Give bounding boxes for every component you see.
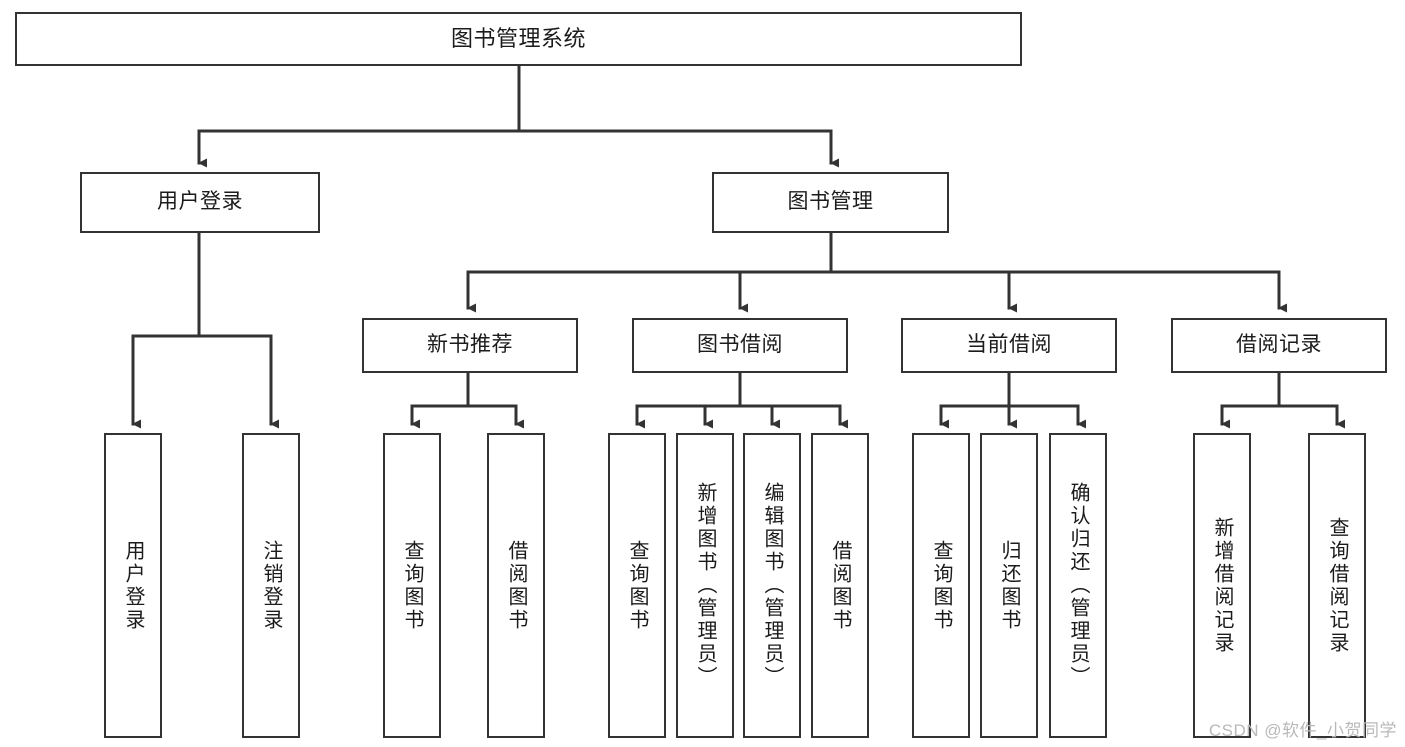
- node-label: 查询图书: [401, 539, 423, 632]
- node-label: 图书管理系统: [450, 26, 586, 52]
- csdn-watermark: CSDN @软件_小贺同学: [1208, 721, 1397, 740]
- leaf-borrow-add-book-admin[interactable]: 新增图书（管理员）: [676, 433, 734, 738]
- node-root-system[interactable]: 图书管理系统: [15, 12, 1022, 66]
- node-label: 查询借阅记录: [1326, 516, 1348, 655]
- node-label: 借阅图书: [505, 539, 527, 632]
- node-label: 新书推荐: [427, 333, 513, 357]
- node-current-borrow[interactable]: 当前借阅: [901, 318, 1117, 373]
- leaf-current-confirm-return-admin[interactable]: 确认归还（管理员）: [1049, 433, 1107, 738]
- node-book-management[interactable]: 图书管理: [712, 172, 949, 233]
- node-label: 归还图书: [998, 539, 1020, 632]
- leaf-borrow-edit-book-admin[interactable]: 编辑图书（管理员）: [743, 433, 801, 738]
- leaf-current-query-book[interactable]: 查询图书: [912, 433, 970, 738]
- node-label: 新增借阅记录: [1211, 516, 1233, 655]
- node-label: 编辑图书（管理员）: [761, 482, 783, 689]
- node-label: 用户登录: [122, 539, 144, 632]
- node-label: 注销登录: [260, 539, 282, 632]
- node-label: 新增图书（管理员）: [694, 482, 716, 689]
- node-label: 借阅记录: [1236, 333, 1322, 357]
- leaf-borrow-borrow-book[interactable]: 借阅图书: [811, 433, 869, 738]
- node-book-borrow[interactable]: 图书借阅: [632, 318, 848, 373]
- leaf-record-query-record[interactable]: 查询借阅记录: [1308, 433, 1366, 738]
- leaf-user-logout[interactable]: 注销登录: [242, 433, 300, 738]
- leaf-record-add-record[interactable]: 新增借阅记录: [1193, 433, 1251, 738]
- node-label: 确认归还（管理员）: [1067, 482, 1089, 689]
- node-label: 查询图书: [626, 539, 648, 632]
- node-label: 查询图书: [930, 539, 952, 632]
- node-label: 用户登录: [157, 190, 243, 214]
- leaf-user-login[interactable]: 用户登录: [104, 433, 162, 738]
- node-label: 当前借阅: [966, 333, 1052, 357]
- node-new-book-recommend[interactable]: 新书推荐: [362, 318, 578, 373]
- leaf-newbook-query-book[interactable]: 查询图书: [383, 433, 441, 738]
- leaf-newbook-borrow-book[interactable]: 借阅图书: [487, 433, 545, 738]
- node-label: 图书管理: [787, 190, 874, 214]
- node-label: 图书借阅: [697, 333, 783, 357]
- node-borrow-record[interactable]: 借阅记录: [1171, 318, 1387, 373]
- node-label: 借阅图书: [829, 539, 851, 632]
- leaf-current-return-book[interactable]: 归还图书: [980, 433, 1038, 738]
- leaf-borrow-query-book[interactable]: 查询图书: [608, 433, 666, 738]
- node-user-login[interactable]: 用户登录: [80, 172, 320, 233]
